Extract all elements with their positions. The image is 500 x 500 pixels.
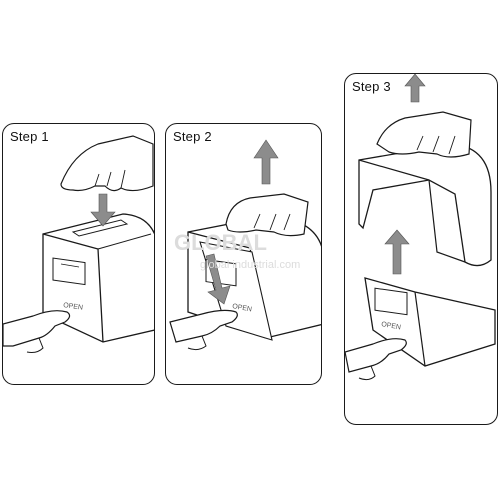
step-3-panel: Step 3 OPEN — [344, 73, 498, 425]
up-arrow — [384, 229, 410, 275]
dispenser-window — [52, 257, 86, 286]
down-arrow — [90, 193, 116, 227]
step-2-title: Step 2 — [173, 129, 212, 144]
step-3-title: Step 3 — [352, 79, 391, 94]
step-3-illustration: OPEN — [345, 74, 496, 381]
step-1-illustration: OPEN — [3, 135, 154, 353]
bottom-hand — [169, 309, 238, 343]
dispenser-body — [42, 213, 154, 343]
up-arrow — [404, 74, 426, 103]
dispenser-cover — [358, 143, 492, 267]
bottom-hand — [3, 310, 71, 347]
top-hand — [376, 111, 472, 158]
step-1-panel: Step 1 OPEN — [2, 123, 155, 385]
open-label: OPEN — [63, 302, 84, 312]
down-arrow — [205, 253, 231, 305]
open-label: OPEN — [232, 303, 253, 313]
up-arrow — [253, 139, 279, 185]
open-label: OPEN — [381, 321, 402, 331]
top-hand — [225, 193, 309, 237]
dispenser-window — [374, 287, 408, 316]
step-2-illustration: OPEN — [169, 139, 321, 351]
step-1-title: Step 1 — [10, 129, 49, 144]
bottom-hand — [345, 338, 407, 373]
top-hand — [60, 135, 154, 192]
step-2-panel: Step 2 OPEN — [165, 123, 322, 385]
